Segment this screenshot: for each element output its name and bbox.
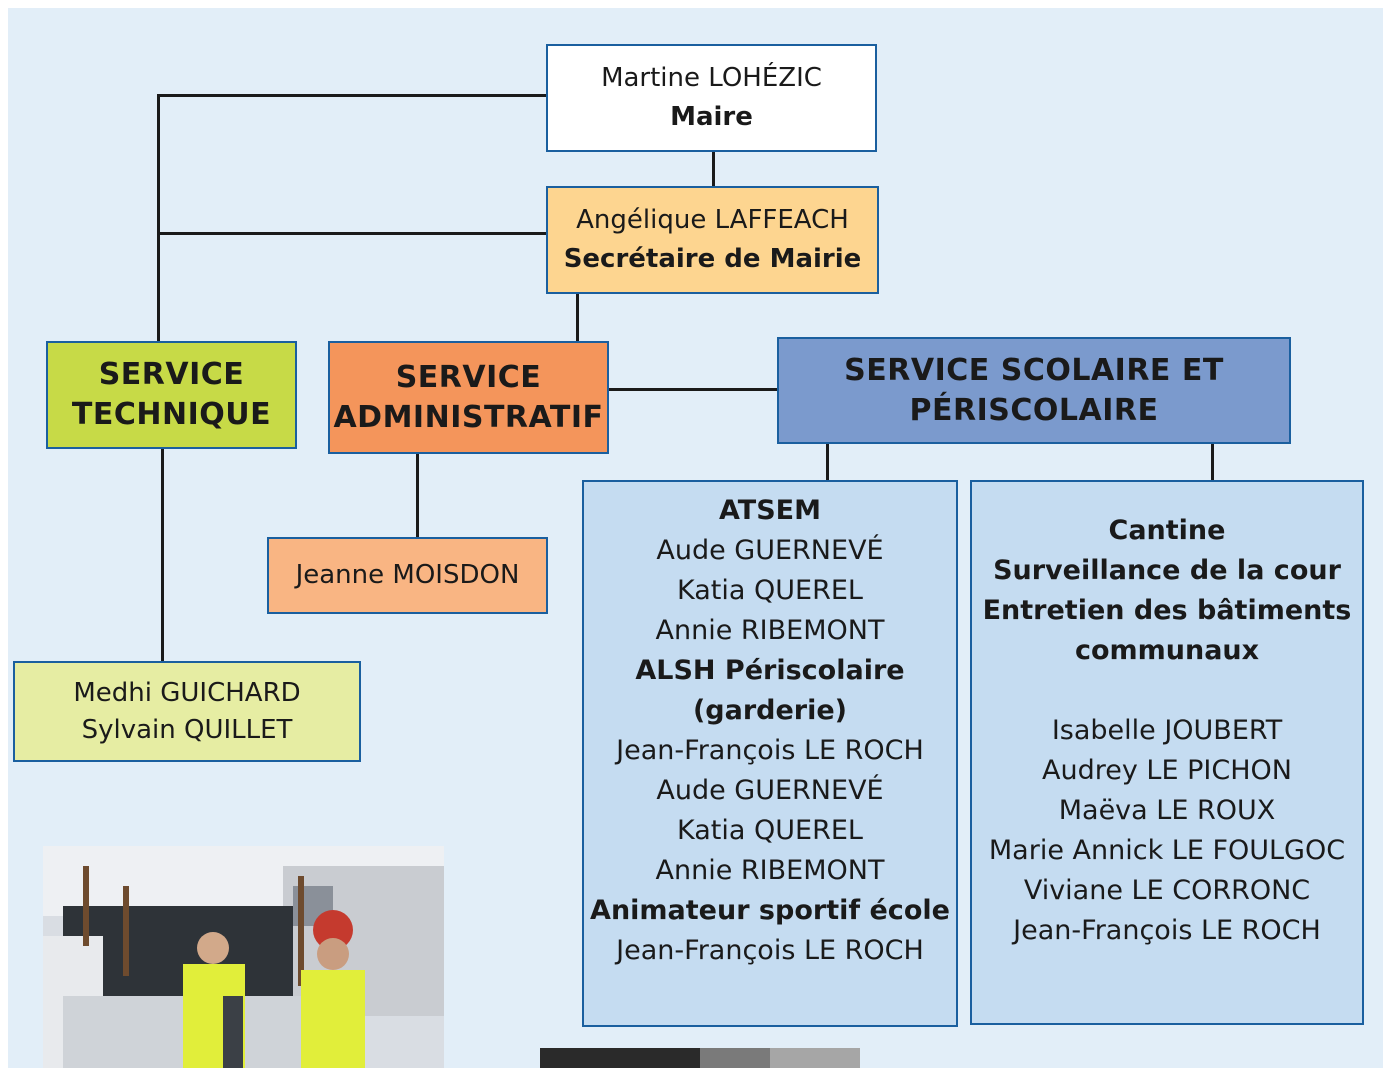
connector-line (826, 443, 829, 481)
alsh-heading-sub: (garderie) (692, 695, 848, 726)
mayor-title: Maire (670, 102, 753, 132)
cantine-heading: Entretien des bâtiments (982, 595, 1352, 626)
service-administratif-line2: ADMINISTRATIF (333, 399, 604, 435)
service-scolaire-line1: SERVICE SCOLAIRE ET (844, 352, 1224, 388)
connector-line (157, 232, 548, 235)
partial-photo (540, 1048, 860, 1068)
alsh-member: Jean-François LE ROCH (616, 735, 924, 766)
service-scolaire-line2: PÉRISCOLAIRE (909, 392, 1159, 428)
scolaire-atsem-box: ATSEM Aude GUERNEVÉ Katia QUEREL Annie R… (582, 480, 958, 1027)
service-technique-line2: TECHNIQUE (71, 397, 272, 432)
atsem-member: Annie RIBEMONT (655, 615, 885, 646)
cantine-heading: Cantine (1108, 515, 1226, 546)
atsem-member: Aude GUERNEVÉ (656, 535, 884, 566)
staff-photo (43, 846, 444, 1068)
service-technique-line1: SERVICE (98, 357, 245, 392)
cantine-member: Audrey LE PICHON (1042, 755, 1292, 786)
cantine-member: Viviane LE CORRONC (1023, 875, 1311, 906)
alsh-member: Aude GUERNEVÉ (656, 775, 884, 806)
mayor-name: Martine LOHÉZIC (601, 63, 822, 93)
sport-heading: Animateur sportif école (590, 895, 950, 926)
connector-line (161, 448, 164, 662)
atsem-heading: ATSEM (719, 495, 821, 526)
cantine-member: Jean-François LE ROCH (1013, 915, 1321, 946)
cantine-heading: Surveillance de la cour (993, 555, 1341, 586)
partial-photo-illustration (540, 1048, 860, 1068)
service-technique-box: SERVICE TECHNIQUE (46, 341, 297, 449)
cantine-heading: communaux (1074, 635, 1260, 666)
service-scolaire-box: SERVICE SCOLAIRE ET PÉRISCOLAIRE (777, 337, 1291, 444)
cantine-member: Marie Annick LE FOULGOC (988, 835, 1346, 866)
connector-line (608, 388, 778, 391)
administratif-member-box: Jeanne MOISDON (267, 537, 548, 614)
cantine-member: Maëva LE ROUX (1058, 795, 1276, 826)
connector-line (576, 294, 579, 342)
connector-line (416, 453, 419, 538)
technique-member: Medhi GUICHARD (73, 677, 301, 708)
mayor-box: Martine LOHÉZIC Maire (546, 44, 877, 152)
secretary-box: Angélique LAFFEACH Secrétaire de Mairie (546, 186, 879, 294)
cantine-member: Isabelle JOUBERT (1051, 715, 1283, 746)
secretary-name: Angélique LAFFEACH (576, 205, 849, 235)
administratif-member: Jeanne MOISDON (295, 560, 520, 590)
connector-line (712, 152, 715, 186)
connector-line (157, 94, 548, 97)
alsh-member: Annie RIBEMONT (655, 855, 885, 886)
alsh-heading: ALSH Périscolaire (635, 655, 905, 686)
connector-line (157, 94, 160, 342)
technique-member: Sylvain QUILLET (81, 714, 293, 745)
staff-photo-illustration (43, 846, 444, 1068)
service-administratif-box: SERVICE ADMINISTRATIF (328, 341, 609, 454)
atsem-member: Katia QUEREL (677, 575, 863, 606)
scolaire-cantine-box: Cantine Surveillance de la cour Entretie… (970, 480, 1364, 1025)
alsh-member: Katia QUEREL (677, 815, 863, 846)
sport-member: Jean-François LE ROCH (616, 935, 924, 966)
secretary-title: Secrétaire de Mairie (563, 244, 862, 274)
connector-line (1211, 443, 1214, 481)
technique-members-box: Medhi GUICHARD Sylvain QUILLET (13, 661, 361, 762)
service-administratif-line1: SERVICE (395, 359, 542, 395)
